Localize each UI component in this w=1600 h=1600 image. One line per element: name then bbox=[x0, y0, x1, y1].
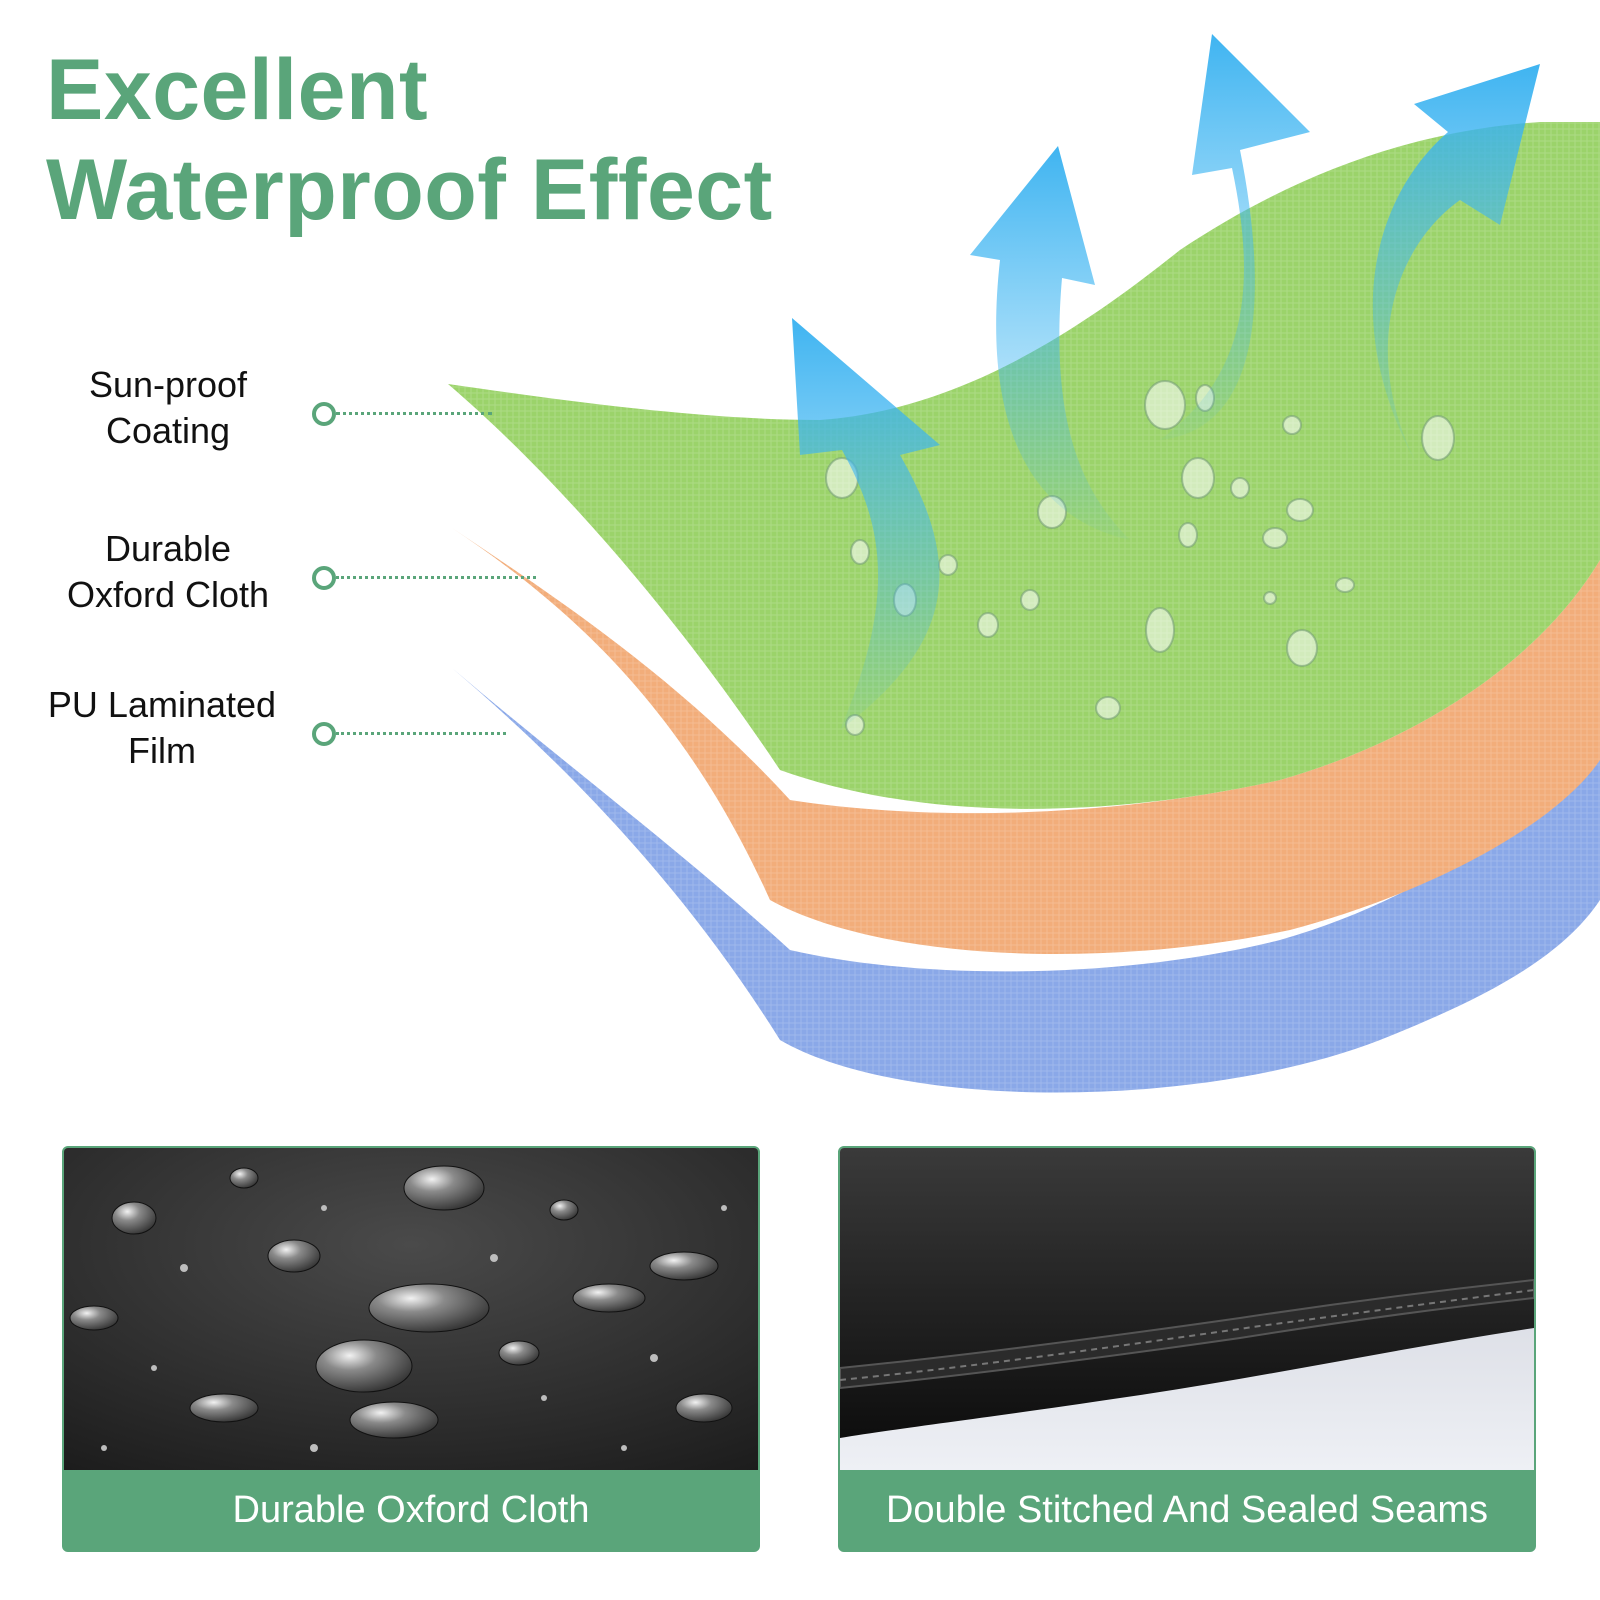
water-drop-icon bbox=[1263, 591, 1277, 605]
water-drop-icon bbox=[1230, 477, 1250, 499]
feature-card-sealed-seams: Double Stitched And Sealed Seams bbox=[838, 1146, 1536, 1552]
water-drop-icon bbox=[1421, 415, 1455, 461]
water-droplets-photo bbox=[64, 1148, 758, 1470]
title-line-2: Waterproof Effect bbox=[46, 142, 773, 238]
breathable-arrow-icon bbox=[1160, 34, 1310, 440]
water-drop-icon bbox=[1178, 522, 1198, 548]
water-drop-icon bbox=[1144, 380, 1186, 430]
pu-film-layer bbox=[452, 668, 1600, 1093]
breathable-arrow-icon bbox=[1372, 64, 1540, 470]
breathable-arrows bbox=[792, 34, 1540, 730]
card-caption: Durable Oxford Cloth bbox=[232, 1488, 590, 1531]
water-drop-icon bbox=[1095, 696, 1121, 720]
leader-line bbox=[336, 412, 492, 415]
water-drop-icon bbox=[1335, 577, 1355, 593]
title-line-1: Excellent bbox=[46, 42, 429, 138]
feature-card-oxford-cloth: Durable Oxford Cloth bbox=[62, 1146, 760, 1552]
marker-dot-icon bbox=[312, 566, 336, 590]
water-drop-icon bbox=[977, 612, 999, 638]
card-caption: Double Stitched And Sealed Seams bbox=[885, 1488, 1489, 1531]
oxford-cloth-layer bbox=[452, 528, 1600, 954]
marker-dot-icon bbox=[312, 402, 336, 426]
leader-line bbox=[336, 576, 536, 579]
water-drop-icon bbox=[1145, 607, 1175, 653]
breathable-arrow-icon bbox=[792, 318, 940, 730]
water-drop-icon bbox=[1286, 498, 1314, 522]
stitched-seam-photo bbox=[840, 1148, 1534, 1470]
label-oxford-cloth: Durable Oxford Cloth bbox=[66, 528, 270, 615]
fabric-layers-illustration bbox=[448, 34, 1600, 1093]
water-drop-icon bbox=[938, 554, 958, 576]
leader-line bbox=[336, 732, 506, 735]
label-pu-laminated-film: PU Laminated Film bbox=[47, 684, 277, 771]
marker-dot-icon bbox=[312, 722, 336, 746]
water-drop-icon bbox=[1282, 415, 1302, 435]
water-drop-icon bbox=[1020, 589, 1040, 611]
water-drop-icon bbox=[1262, 527, 1288, 549]
water-drop-icon bbox=[1181, 457, 1215, 499]
page-title: Excellent Waterproof Effect bbox=[46, 40, 773, 240]
water-drop-icon bbox=[1286, 629, 1318, 667]
water-drop-icon bbox=[850, 539, 870, 565]
label-sun-proof-coating: Sun-proof Coating bbox=[88, 364, 248, 451]
breathable-arrow-icon bbox=[970, 146, 1130, 540]
